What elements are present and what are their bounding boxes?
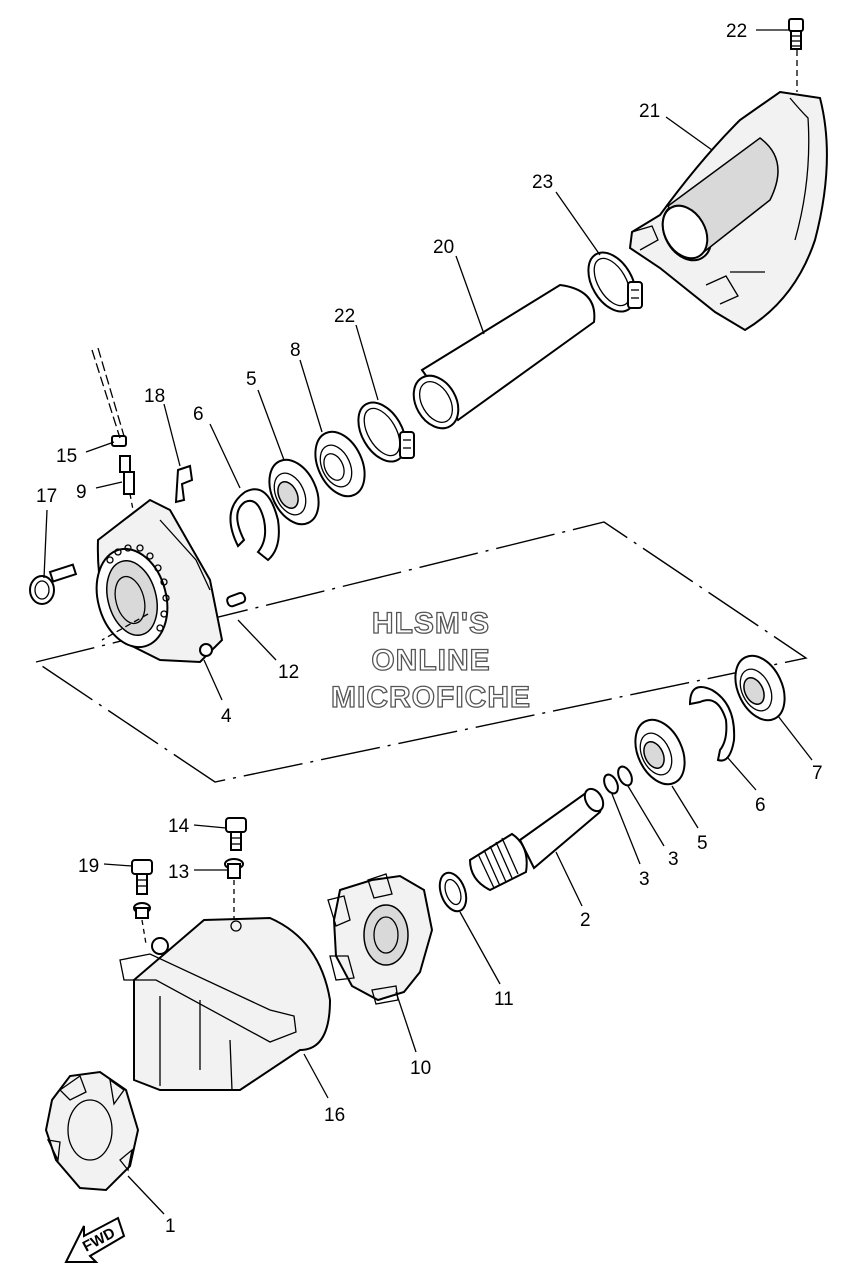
callout-16: 16 xyxy=(324,1105,345,1126)
callout-13: 13 xyxy=(168,862,189,883)
part-5-bearing-upper xyxy=(268,458,320,526)
callout-4: 4 xyxy=(221,706,232,727)
part-2-shaft xyxy=(468,787,605,892)
callout-10: 10 xyxy=(410,1058,431,1079)
part-19-bolt xyxy=(131,859,153,945)
callout-3-right: 3 xyxy=(668,849,679,870)
part-15-plug xyxy=(91,347,127,447)
fwd-direction-arrow: FWD xyxy=(64,1216,126,1263)
callout-6-lower: 6 xyxy=(755,795,766,816)
part-14-bolt xyxy=(225,817,247,851)
callout-19: 19 xyxy=(78,856,99,877)
part-18-plate xyxy=(174,464,194,504)
leader-lines xyxy=(43,29,813,1215)
part-21-nozzle xyxy=(628,90,828,332)
callout-7: 7 xyxy=(812,763,823,784)
part-5-bearing-lower xyxy=(634,718,686,786)
part-12-pin xyxy=(226,591,247,608)
callout-17: 17 xyxy=(36,486,57,507)
part-4-housing xyxy=(95,498,224,664)
watermark: HLSM'S ONLINE MICROFICHE xyxy=(330,606,531,714)
part-3-o-rings xyxy=(603,765,633,795)
callout-18: 18 xyxy=(144,386,165,407)
part-11-washer xyxy=(438,871,468,913)
part-22-hose-clamp xyxy=(357,401,415,463)
callout-14: 14 xyxy=(168,816,190,837)
part-6-circlip-lower xyxy=(688,686,736,762)
part-22-bolt-top xyxy=(788,18,804,92)
callout-8: 8 xyxy=(290,340,301,361)
callout-5-upper: 5 xyxy=(246,369,257,390)
part-9-nipple xyxy=(119,455,135,516)
part-13-collar xyxy=(224,858,244,920)
part-6-circlip-upper xyxy=(229,488,280,562)
watermark-line-2: ONLINE xyxy=(371,644,490,677)
callout-3-left: 3 xyxy=(639,869,650,890)
assembly-frame xyxy=(35,521,808,783)
callout-5-lower: 5 xyxy=(697,833,708,854)
part-10-coupling xyxy=(327,873,434,1005)
callout-22-lower: 22 xyxy=(334,306,355,327)
callout-labels: 22 21 23 20 22 8 5 6 18 15 9 17 12 4 7 6… xyxy=(36,21,823,1237)
part-8-bearing xyxy=(314,430,366,498)
watermark-line-1: HLSM'S xyxy=(372,607,490,640)
callout-15: 15 xyxy=(56,446,77,467)
part-17-bolt xyxy=(29,563,78,605)
callout-20: 20 xyxy=(433,237,454,258)
callout-22-top: 22 xyxy=(726,21,747,42)
callout-23: 23 xyxy=(532,172,553,193)
callout-1: 1 xyxy=(165,1216,176,1237)
part-7-bearing xyxy=(734,654,786,722)
callout-9: 9 xyxy=(76,482,87,503)
callout-11: 11 xyxy=(494,989,514,1010)
part-1-damper xyxy=(44,1070,140,1192)
part-16-housing xyxy=(119,916,332,1091)
part-23-hose-clamp xyxy=(587,251,643,313)
callout-12: 12 xyxy=(278,662,299,683)
callout-6-upper: 6 xyxy=(193,404,204,425)
callout-2: 2 xyxy=(580,910,591,931)
watermark-line-3: MICROFICHE xyxy=(331,681,531,714)
callout-21: 21 xyxy=(639,101,660,122)
part-20-hose xyxy=(412,283,596,430)
